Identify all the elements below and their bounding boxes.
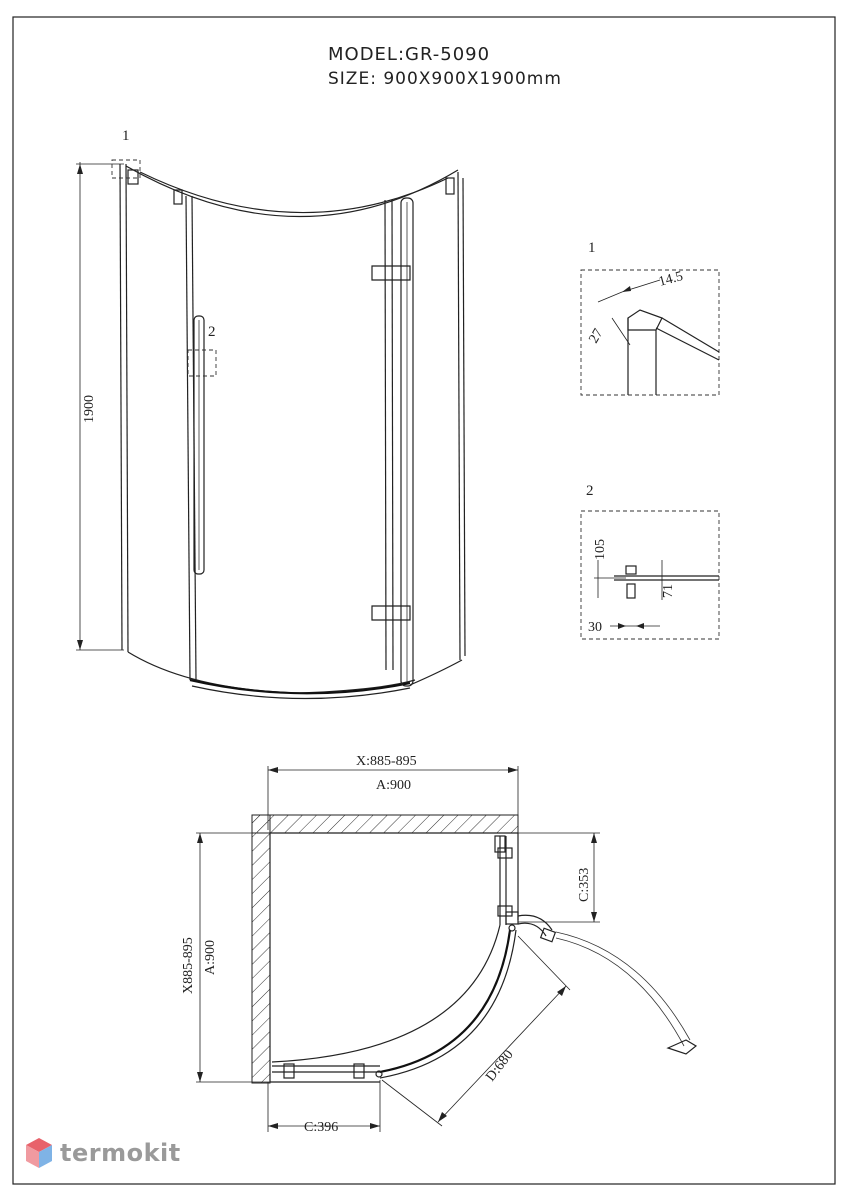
callout-1-label: 1 bbox=[122, 128, 130, 144]
size-label: SIZE: 900X900X1900mm bbox=[328, 69, 562, 89]
detail-1-dim-a: 14.5 bbox=[657, 269, 685, 290]
plan-width-range: X:885-895 bbox=[356, 754, 417, 769]
plan-depth-range: X885-895 bbox=[181, 937, 196, 994]
callout-2-label: 2 bbox=[208, 324, 216, 340]
model-label: MODEL:GR-5090 bbox=[328, 44, 490, 65]
detail-1-title: 1 bbox=[588, 240, 596, 256]
detail-2-title: 2 bbox=[586, 483, 594, 499]
height-dimension-label: 1900 bbox=[82, 395, 97, 423]
plan-depth-nominal: A:900 bbox=[203, 940, 218, 975]
plan-width-nominal: A:900 bbox=[376, 778, 411, 793]
plan-bottom-c: C:396 bbox=[304, 1120, 338, 1135]
logo-wordmark: termokit bbox=[60, 1139, 181, 1167]
termokit-logo: termokit bbox=[24, 1136, 181, 1170]
front-view: 1900 1 2 bbox=[76, 128, 466, 700]
plan-diagonal-d: D:680 bbox=[483, 1048, 516, 1085]
detail-2-dim-c: 30 bbox=[588, 620, 602, 635]
detail-1: 1 14.5 27 bbox=[580, 240, 720, 396]
detail-2: 2 105 71 30 bbox=[580, 483, 720, 640]
detail-2-dim-b: 71 bbox=[661, 584, 676, 598]
detail-1-dim-b: 27 bbox=[586, 326, 606, 346]
plan-side-c: C:353 bbox=[577, 868, 592, 902]
sheet-border bbox=[12, 16, 836, 1185]
plan-view: X:885-895 A:900 X885-895 A:900 bbox=[181, 754, 698, 1135]
detail-2-dim-a: 105 bbox=[593, 539, 608, 560]
cube-logo-icon bbox=[26, 1138, 52, 1168]
